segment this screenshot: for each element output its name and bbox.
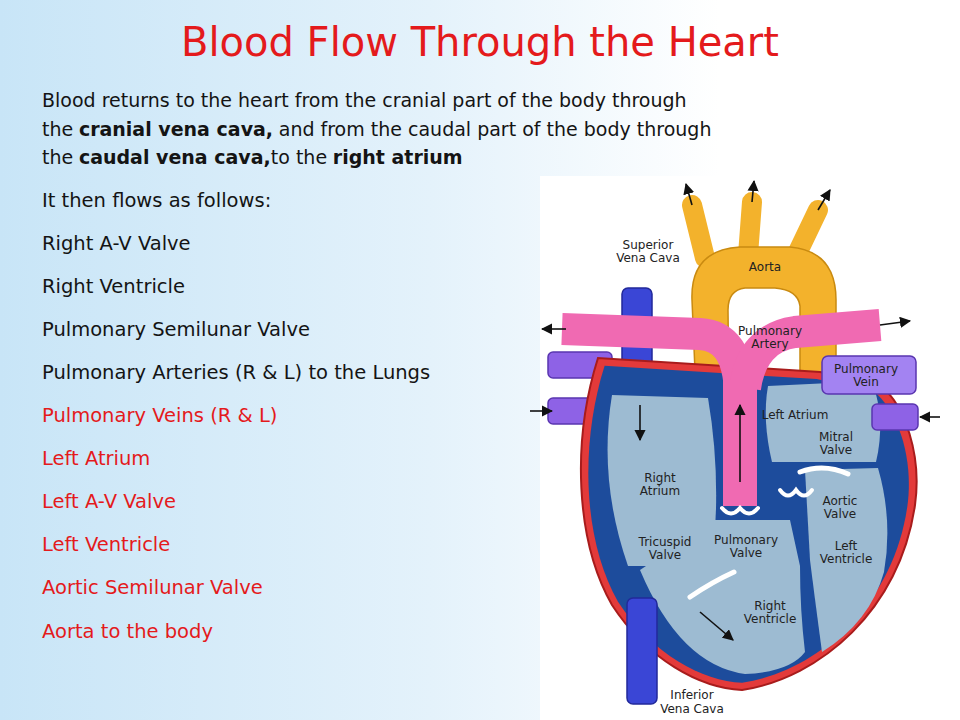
pulmonary-valve: [722, 508, 758, 514]
flow-step: Pulmonary Veins (R & L): [42, 404, 277, 428]
left-ventricle-chamber: [805, 468, 887, 652]
flow-step: Right Ventricle: [42, 275, 185, 299]
intro-text: cranial vena cava,: [79, 118, 273, 140]
list-intro: It then flows as follows:: [42, 189, 271, 213]
intro-text: to the: [271, 146, 327, 168]
part-label: Pulmonary Artery: [733, 325, 807, 352]
pulmonary-trunk: [723, 380, 757, 506]
inferior-vena-cava: [627, 598, 657, 704]
part-label: Mitral Valve: [806, 431, 866, 458]
flow-arrow: [639, 405, 641, 440]
part-label: Aorta: [735, 261, 795, 275]
flow-step: Left Ventricle: [42, 533, 170, 557]
flow-step: Aortic Semilunar Valve: [42, 576, 263, 600]
figure-ground: [540, 176, 960, 720]
aorta-branch: [692, 205, 705, 258]
flow-arrow: [818, 190, 830, 210]
part-label: Superior Vena Cava: [611, 239, 685, 266]
flow-step: Aorta to the body: [42, 620, 213, 644]
flow-arrow: [880, 321, 910, 325]
flow-step: Pulmonary Semilunar Valve: [42, 318, 310, 342]
intro-text: caudal vena cava,: [79, 146, 271, 168]
part-label: Aortic Valve: [810, 495, 870, 522]
flow-arrows: [530, 181, 940, 640]
pulmonary-vein-right-upper: [822, 356, 916, 394]
intro-text: right atrium: [333, 146, 463, 168]
flow-arrow: [752, 181, 754, 202]
flow-arrow: [542, 328, 566, 330]
flow-step: Pulmonary Arteries (R & L) to the Lungs: [42, 361, 430, 385]
flow-step: Right A-V Valve: [42, 232, 191, 256]
mitral-valve: [800, 468, 848, 474]
part-label: Pulmonary Vein: [829, 363, 903, 390]
part-label: Inferior Vena Cava: [657, 689, 727, 716]
part-label: Left Ventricle: [810, 540, 882, 567]
part-label: Right Atrium: [625, 472, 695, 499]
pulmonary-vein-right-lower: [872, 404, 918, 430]
intro-paragraph: Blood returns to the heart from the cran…: [42, 86, 747, 172]
flow-arrow: [920, 416, 940, 418]
aortic-valve: [780, 490, 812, 496]
flow-step: Left Atrium: [42, 447, 150, 471]
flow-step: Left A-V Valve: [42, 490, 176, 514]
part-label: Left Atrium: [760, 409, 830, 423]
slide-title: Blood Flow Through the Heart: [0, 18, 960, 66]
pulmonary-artery-left: [562, 329, 740, 392]
part-label: Right Ventricle: [735, 600, 805, 627]
flow-arrow: [686, 184, 692, 205]
flow-arrow: [739, 405, 741, 482]
part-label: Tricuspid Valve: [630, 536, 700, 563]
flow-arrow: [700, 612, 733, 640]
tricuspid-valve: [690, 572, 734, 597]
flow-arrow: [530, 410, 552, 412]
part-label: Pulmonary Valve: [710, 534, 782, 561]
